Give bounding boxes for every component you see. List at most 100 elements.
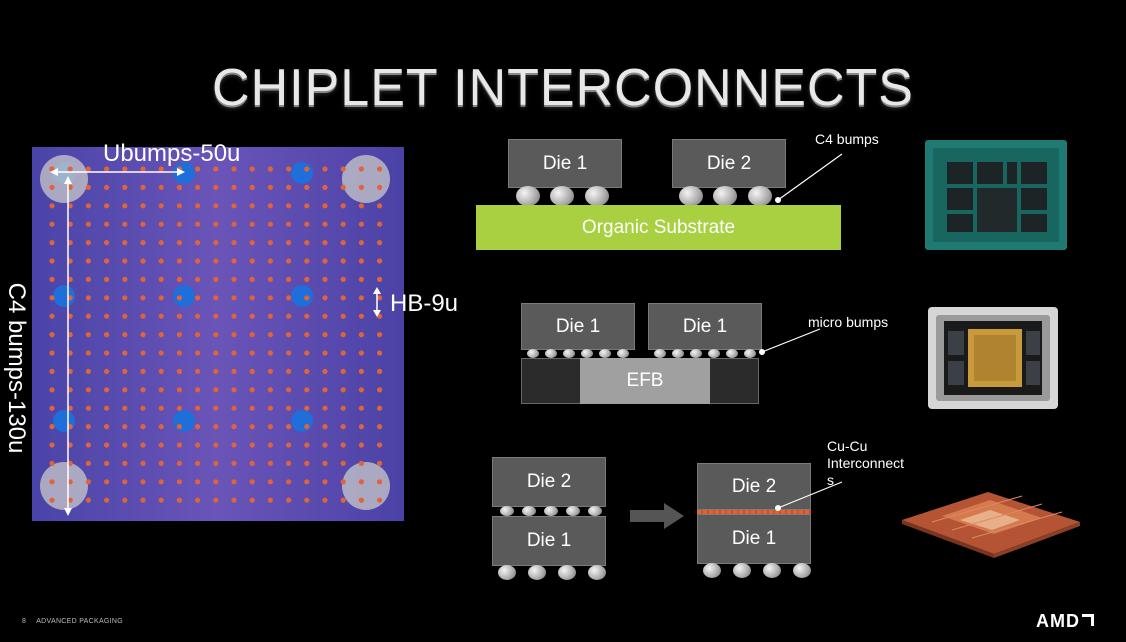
pad-dot — [358, 332, 364, 338]
pad-dot — [340, 166, 346, 172]
pad-dot — [304, 368, 310, 374]
bump-map-diagram — [32, 147, 404, 521]
amd-arrow-icon — [1082, 614, 1094, 626]
pad-dot — [377, 166, 383, 172]
pad-dot — [267, 258, 273, 264]
pad-dot — [213, 497, 219, 503]
pad-dot — [122, 368, 128, 374]
pad-dot — [231, 203, 237, 209]
pad-dot — [249, 368, 255, 374]
pad-dot — [213, 313, 219, 319]
pad-dot — [158, 276, 164, 282]
pad-dot — [213, 350, 219, 356]
pad-dot — [358, 295, 364, 301]
pad-dot — [67, 479, 73, 485]
pad-dot — [322, 350, 328, 356]
pad-dot — [267, 166, 273, 172]
pad-dot — [176, 258, 182, 264]
pad-dot — [231, 387, 237, 393]
pad-dot — [231, 166, 237, 172]
pad-dot — [231, 479, 237, 485]
pad-dot — [358, 368, 364, 374]
pad-dot — [104, 240, 110, 246]
pad-dot — [231, 368, 237, 374]
pad-dot — [195, 240, 201, 246]
pad-dot — [158, 203, 164, 209]
pad-dot — [340, 387, 346, 393]
pad-dot — [267, 368, 273, 374]
pad-dot — [104, 460, 110, 466]
pad-dot — [85, 313, 91, 319]
pad-dot — [377, 424, 383, 430]
pad-dot — [340, 221, 346, 227]
pad-dot — [213, 387, 219, 393]
pad-dot — [67, 442, 73, 448]
pad-dot — [104, 184, 110, 190]
pad-dot — [377, 368, 383, 374]
pad-dot — [122, 221, 128, 227]
pad-dot — [304, 258, 310, 264]
pad-dot — [377, 184, 383, 190]
pad-dot — [267, 479, 273, 485]
pad-dot — [249, 350, 255, 356]
pad-dot — [122, 332, 128, 338]
pad-dot — [122, 497, 128, 503]
pad-dot — [49, 405, 55, 411]
pad-dot — [158, 221, 164, 227]
pad-dot — [67, 387, 73, 393]
c4-pad — [342, 462, 390, 510]
pad-dot — [49, 460, 55, 466]
pad-dot — [267, 221, 273, 227]
pad-dot — [231, 184, 237, 190]
c4-bumps-label: C4 bumps-130u — [3, 282, 30, 454]
row3-after-die-1: Die 1 — [697, 514, 811, 564]
pad-dot — [377, 203, 383, 209]
pad-dot — [340, 276, 346, 282]
pad-dot — [267, 460, 273, 466]
pad-dot — [267, 184, 273, 190]
pad-dot — [231, 313, 237, 319]
micro-bump — [527, 349, 539, 358]
pad-dot — [104, 258, 110, 264]
pad-dot — [195, 184, 201, 190]
pad-dot — [67, 295, 73, 301]
hb-pad — [291, 285, 313, 307]
micro-bump — [566, 506, 580, 516]
pad-dot — [267, 442, 273, 448]
c4-bump — [733, 563, 751, 578]
c4-bump — [498, 565, 516, 580]
c4-bump-pads — [40, 155, 390, 510]
pad-dot — [249, 203, 255, 209]
pad-dot — [213, 332, 219, 338]
hb-dimension-arrow — [373, 287, 381, 317]
pad-dot — [104, 350, 110, 356]
pad-dot — [49, 221, 55, 227]
pad-dot — [213, 240, 219, 246]
pad-dot — [358, 276, 364, 282]
pad-dot — [49, 166, 55, 172]
hb-pad — [173, 410, 195, 432]
pad-dot — [67, 405, 73, 411]
pad-dot — [304, 424, 310, 430]
row1-die-1: Die 1 — [508, 139, 622, 188]
pad-dot — [140, 387, 146, 393]
pad-dot — [377, 460, 383, 466]
pad-dot — [304, 184, 310, 190]
pad-dot — [340, 424, 346, 430]
pad-dot — [304, 313, 310, 319]
pad-dot — [286, 424, 292, 430]
micro-bump — [544, 506, 558, 516]
pad-dot — [249, 497, 255, 503]
c4-bump — [550, 186, 574, 206]
c4-callout-line — [775, 153, 843, 203]
pad-dot — [140, 276, 146, 282]
pad-dot — [358, 479, 364, 485]
pad-dot — [176, 350, 182, 356]
pad-dot — [322, 424, 328, 430]
organic-substrate: Organic Substrate — [476, 205, 841, 250]
pad-dot — [195, 203, 201, 209]
pad-dot — [49, 350, 55, 356]
pad-dot — [249, 313, 255, 319]
pad-dot — [104, 368, 110, 374]
pad-dot — [231, 221, 237, 227]
